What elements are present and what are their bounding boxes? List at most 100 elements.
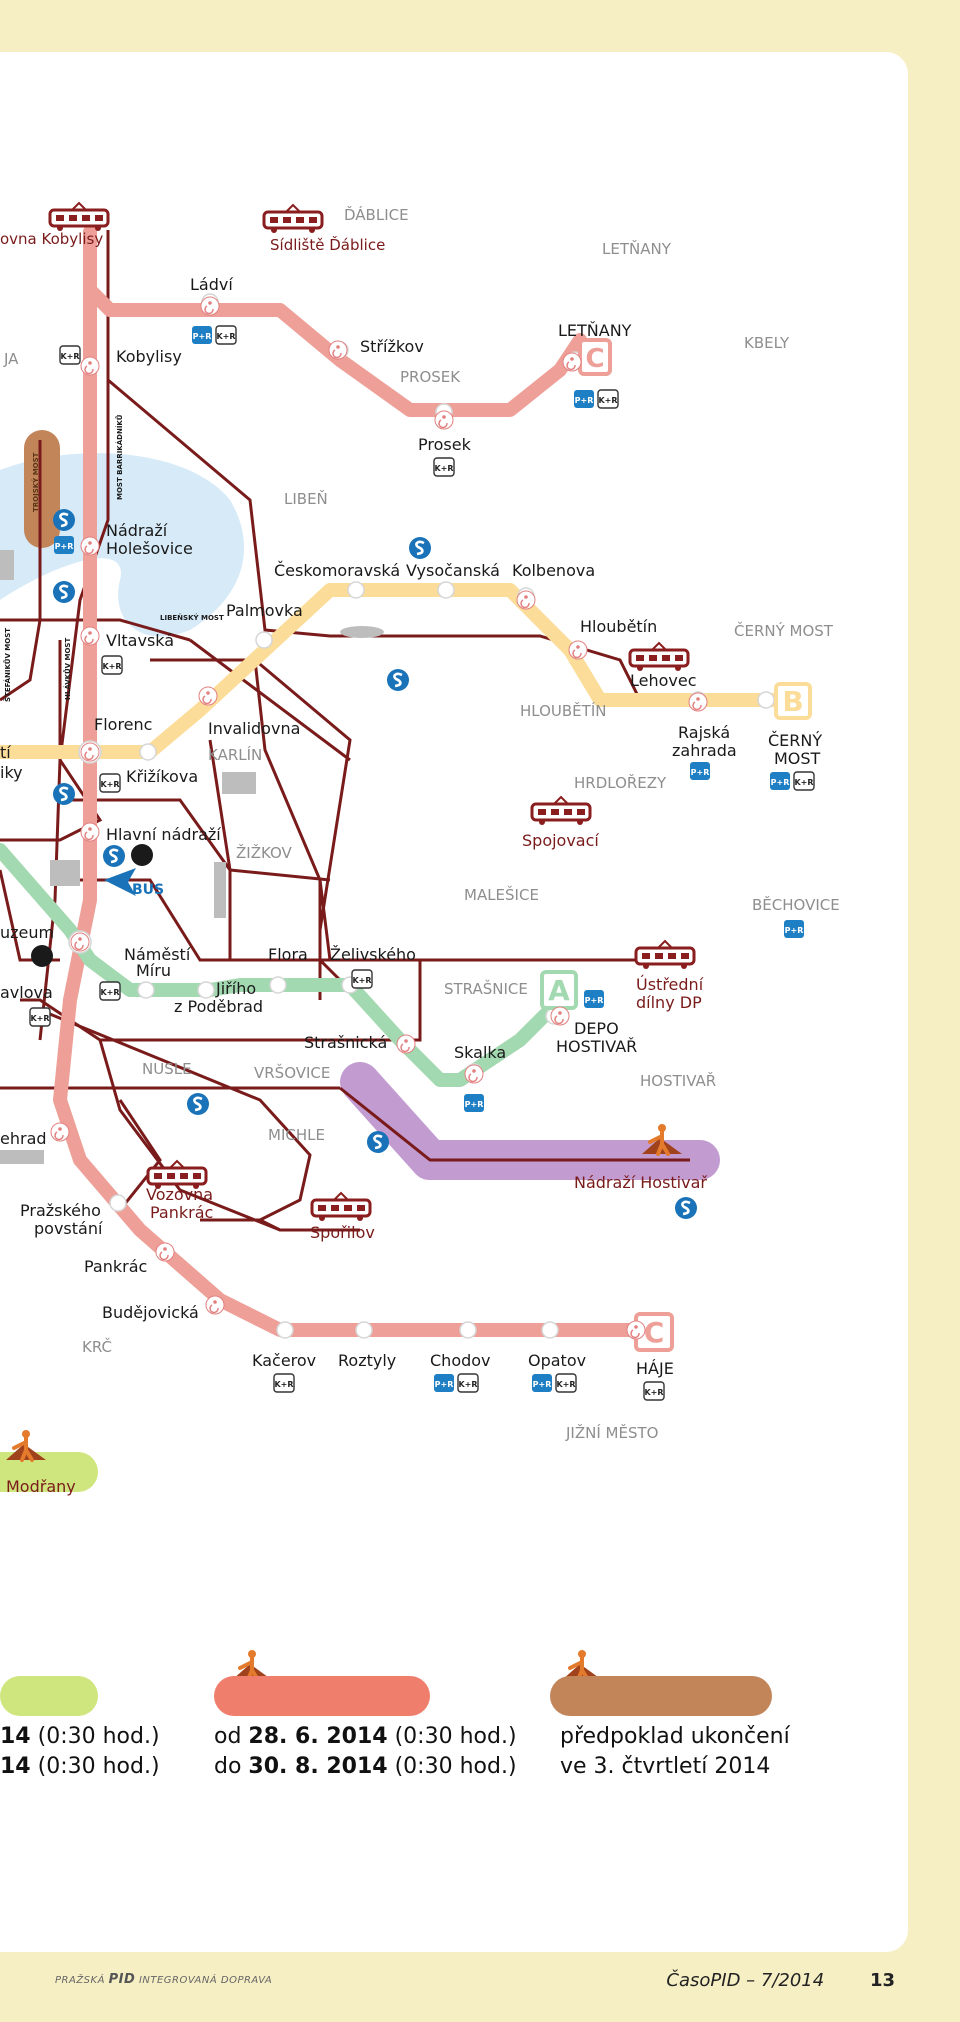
line-b-terminus: B: [774, 682, 812, 720]
district-hloubetin: HLOUBĚTÍN: [520, 701, 606, 720]
label-strizkov: Střížkov: [360, 337, 424, 356]
svg-text:P+R: P+R: [193, 332, 212, 341]
label-florenc: Florenc: [94, 715, 152, 734]
label-hlavni-nadrazi: Hlavní nádraží: [106, 825, 221, 844]
statue-icon: [50, 860, 80, 886]
bridge-trojsky: TROJSKÝ MOST: [31, 452, 40, 512]
bus-label: BUS: [132, 882, 164, 898]
line-a-terminus: A: [540, 970, 578, 1010]
label-rajska-2: zahrada: [672, 741, 737, 760]
label-jiriho-2: z Poděbrad: [174, 997, 263, 1016]
legend-bar-brown: [550, 1676, 772, 1716]
pid-logo: PRAŽSKÁ PID INTEGROVANÁ DOPRAVA: [55, 1972, 273, 1987]
holesovice-building-icon: [0, 550, 14, 580]
label-vozovna-pankrac-2: Pankrác: [150, 1203, 213, 1222]
svg-text:K+R: K+R: [644, 1388, 663, 1397]
bridge-labels: LIBEŇSKÝ MOST MOST BARRIKÁDNÍKŮ HLÁVKŮV …: [3, 414, 224, 702]
svg-text:K+R: K+R: [556, 1380, 575, 1389]
label-namesti-miru-1: Náměstí: [124, 945, 191, 964]
label-prosek: Prosek: [418, 435, 472, 454]
district-zizkov: ŽIŽKOV: [236, 843, 293, 862]
label-spojovaci: Spojovací: [522, 831, 599, 850]
district-labels: ĎÁBLICE LETŇANY KBELY PROSEK LIBEŇ HLOUB…: [82, 205, 840, 1442]
line-c-north: [83, 225, 587, 417]
svg-text:P+R: P+R: [533, 1380, 552, 1389]
label-vltavska: Vltavská: [106, 631, 174, 650]
svg-text:K+R: K+R: [216, 332, 235, 341]
label-jiriho-1: Jiřího: [215, 979, 256, 998]
footer-issue: ČasoPID – 7/2014 13: [666, 1970, 895, 1991]
label-iky: iky: [0, 763, 23, 782]
district-vrsovice: VRŠOVICE: [254, 1063, 330, 1082]
label-cerny-most-2: MOST: [774, 749, 821, 768]
karlin-building-icon: [222, 772, 256, 794]
line-b: [0, 583, 787, 759]
svg-text:P+R: P+R: [771, 778, 790, 787]
label-ustredni-2: dílny DP: [636, 993, 702, 1012]
info-icon: [131, 844, 153, 866]
svg-text:K+R: K+R: [352, 976, 371, 985]
svg-text:P+R: P+R: [585, 996, 604, 1005]
label-haje: HÁJE: [636, 1359, 674, 1378]
label-zelivskeho: Želivského: [330, 945, 416, 964]
label-vozovna-kobylisy: ovna Kobylisy: [0, 230, 103, 248]
parking-badges: P+R K+R K+R P+R K+R K+R P+R K+R K+R P+R …: [29, 325, 815, 1401]
label-vysehrad: ehrad: [0, 1129, 47, 1148]
district-liben: LIBEŇ: [284, 489, 328, 508]
district-strasnice: STRAŠNICE: [444, 979, 528, 998]
line-c-letter: C: [585, 344, 604, 374]
legend-bar-green: [0, 1676, 98, 1716]
svg-text:K+R: K+R: [100, 780, 119, 789]
page-number: 13: [869, 1970, 895, 1991]
label-palmovka: Palmovka: [226, 601, 303, 620]
label-muzeum: uzeum: [0, 923, 54, 942]
district-krc: KRČ: [82, 1337, 112, 1356]
district-dablice: ĎÁBLICE: [344, 205, 409, 224]
label-kolbenova: Kolbenova: [512, 561, 595, 580]
bridge-barrikadniku: MOST BARRIKÁDNÍKŮ: [115, 414, 124, 500]
label-flora: Flora: [268, 945, 308, 964]
label-sporilov: Spořilov: [310, 1223, 375, 1242]
svg-text:K+R: K+R: [794, 778, 813, 787]
closure-band-trojsky: [24, 430, 60, 548]
river-vltava: [0, 453, 245, 637]
legend-text-2: od 28. 6. 2014 (0:30 hod.) do 30. 8. 201…: [214, 1724, 517, 1779]
line-c-north-terminus: C: [578, 338, 612, 376]
label-strasnicka: Strašnická: [304, 1033, 387, 1052]
svg-text:K+R: K+R: [100, 988, 119, 997]
label-vozovna-pankrac-1: Vozovna: [146, 1185, 213, 1204]
label-depo-2: HOSTIVAŘ: [556, 1037, 637, 1056]
district-michle: MICHLE: [268, 1126, 325, 1144]
legend-text-1: 14 (0:30 hod.) 14 (0:30 hod.): [0, 1724, 160, 1779]
info-icon-muzeum: [31, 945, 53, 967]
label-budejovicka: Budějovická: [102, 1303, 199, 1322]
bridge-libensky: LIBEŇSKÝ MOST: [160, 613, 224, 622]
svg-text:P+R: P+R: [691, 768, 710, 777]
label-pankrac: Pankrác: [84, 1257, 147, 1276]
svg-text:A: A: [548, 974, 570, 1007]
label-skalka: Skalka: [454, 1043, 506, 1062]
label-ladvi: Ládví: [190, 275, 233, 294]
svg-text:B: B: [782, 685, 803, 718]
label-nadrazi-hostivar: Nádraží Hostivař: [574, 1173, 707, 1192]
district-bechovice: BĚCHOVICE: [752, 895, 840, 914]
label-kacerov: Kačerov: [252, 1351, 316, 1370]
svg-text:P+R: P+R: [435, 1380, 454, 1389]
district-malesice: MALEŠICE: [464, 885, 539, 904]
station-labels: ovna Kobylisy Sídliště Ďáblice Ládví JA …: [0, 230, 822, 1496]
label-letnany: LETŇANY: [558, 321, 632, 340]
label-chodov: Chodov: [430, 1351, 491, 1370]
district-hrdlorezy: HRDLOŘEZY: [574, 773, 667, 792]
legend-text-3: předpoklad ukončení ve 3. čtvrtletí 2014: [560, 1724, 790, 1779]
district-prosek: PROSEK: [400, 368, 461, 386]
label-ceskomoravska: Českomoravská: [274, 561, 400, 580]
svg-text:K+R: K+R: [60, 352, 79, 361]
label-modrany: Modřany: [6, 1477, 76, 1496]
map-panel: [0, 52, 908, 1952]
svg-text:P+R: P+R: [785, 926, 804, 935]
label-pavlova: avlova: [0, 983, 53, 1002]
label-ja: JA: [3, 350, 19, 368]
district-nusle: NUSLE: [142, 1060, 192, 1078]
label-prazskeho-2: povstání: [34, 1219, 103, 1238]
